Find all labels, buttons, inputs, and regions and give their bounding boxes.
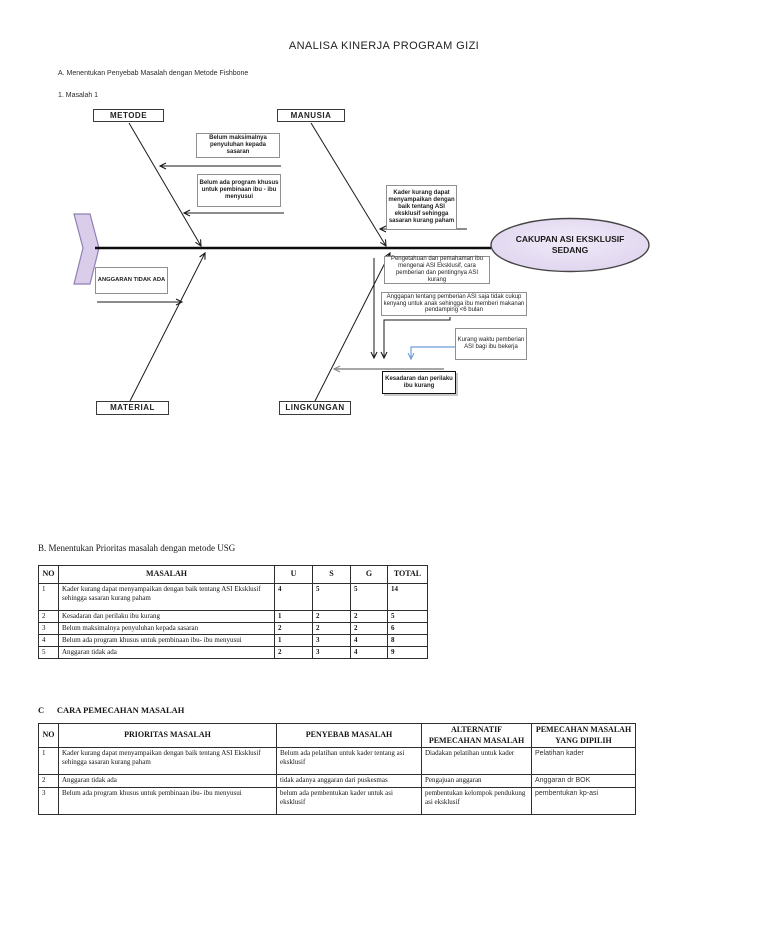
section-b-heading: B. Menentukan Prioritas masalah dengan m… bbox=[38, 543, 236, 553]
cause-box-lingkungan-4: Kesadaran dan perilaku ibu kurang bbox=[382, 371, 456, 394]
table-row: 5 Anggaran tidak ada 2 3 4 9 bbox=[38, 646, 428, 660]
cell-s: 3 bbox=[312, 646, 351, 660]
cause-box-lingkungan-2: Anggapan tentang pemberian ASI saja tida… bbox=[381, 292, 527, 316]
cell-no: 5 bbox=[38, 646, 59, 660]
category-box-lingkungan: LINGKUNGAN bbox=[279, 401, 351, 415]
cell-u: 1 bbox=[274, 609, 313, 624]
category-label-manusia: MANUSIA bbox=[290, 110, 332, 120]
cell-masalah: Anggaran tidak ada bbox=[58, 646, 275, 660]
cell-penyebab: tidak adanya anggaran dari puskesmas bbox=[276, 774, 422, 788]
section-c-heading: C CARA PEMECAHAN MASALAH bbox=[38, 705, 185, 715]
cell-total: 8 bbox=[387, 634, 428, 648]
cell-total: 5 bbox=[387, 609, 428, 624]
cell-masalah: Kader kurang dapat menyampaikan dengan b… bbox=[58, 583, 275, 611]
cell-g: 4 bbox=[350, 646, 388, 660]
usg-header-row: NO MASALAH U S G TOTAL bbox=[38, 565, 428, 584]
cell-u: 1 bbox=[274, 634, 313, 648]
cell-s: 3 bbox=[312, 634, 351, 648]
cell-alternatif: Pengajuan anggaran bbox=[421, 774, 532, 788]
page-title: ANALISA KINERJA PROGRAM GIZI bbox=[288, 40, 480, 52]
cell-masalah: Belum ada program khusus untuk pembinaan… bbox=[58, 634, 275, 648]
cause-box-lingkungan-3: Kurang waktu pemberian ASI bagi ibu beke… bbox=[455, 328, 527, 360]
cell-no: 2 bbox=[38, 774, 59, 788]
cell-s: 2 bbox=[312, 609, 351, 624]
cause-box-manusia-1: Kader kurang dapat menyampaikan dengan b… bbox=[386, 185, 457, 230]
usg-header-total: TOTAL bbox=[387, 565, 428, 584]
cell-no: 3 bbox=[38, 787, 59, 815]
fish-tail-shape bbox=[73, 213, 100, 285]
category-label-lingkungan: LINGKUNGAN bbox=[285, 403, 345, 413]
cause-box-metode-1: Belum maksimalnya penyuluhan kepada sasa… bbox=[196, 133, 280, 158]
lingkungan-rib-line bbox=[314, 251, 391, 402]
cell-u: 4 bbox=[274, 583, 313, 611]
cell-dipilih: Anggaran dr BOK bbox=[531, 774, 636, 788]
usg-header-s: S bbox=[312, 565, 351, 584]
cell-penyebab: Belum ada pelatihan untuk kader tentang … bbox=[276, 747, 422, 775]
table-row: 2 Kesadaran dan perilaku ibu kurang 1 2 … bbox=[38, 609, 428, 624]
cell-g: 4 bbox=[350, 634, 388, 648]
cell-prioritas: Belum ada program khusus untuk pembinaan… bbox=[58, 787, 277, 815]
cell-total: 9 bbox=[387, 646, 428, 660]
cell-s: 2 bbox=[312, 622, 351, 636]
usg-header-masalah: MASALAH bbox=[58, 565, 275, 584]
usg-header-no: NO bbox=[38, 565, 59, 584]
solution-header-dipilih: PEMECAHAN MASALAH YANG DIPILIH bbox=[531, 723, 636, 748]
cell-u: 2 bbox=[274, 622, 313, 636]
solution-header-no: NO bbox=[38, 723, 59, 748]
cause-box-lingkungan-1: Pengetahuan dan pemahaman ibu mengenai A… bbox=[384, 256, 490, 284]
category-box-material: MATERIAL bbox=[96, 401, 169, 415]
category-label-metode: METODE bbox=[109, 110, 148, 120]
cell-masalah: Belum maksimalnya penyuluhan kepada sasa… bbox=[58, 622, 275, 636]
cell-u: 2 bbox=[274, 646, 313, 660]
table-row: 3 Belum maksimalnya penyuluhan kepada sa… bbox=[38, 622, 428, 636]
solution-header-penyebab: PENYEBAB MASALAH bbox=[276, 723, 422, 748]
fishbone-diagram bbox=[73, 122, 650, 402]
solution-header-alternatif: ALTERNATIF PEMECAHAN MASALAH bbox=[421, 723, 532, 748]
cell-prioritas: Anggaran tidak ada bbox=[58, 774, 277, 788]
cell-g: 5 bbox=[350, 583, 388, 611]
cell-penyebab: belum ada pembentukan kader untuk asi ek… bbox=[276, 787, 422, 815]
cell-no: 2 bbox=[38, 609, 59, 624]
table-row: 1 Kader kurang dapat menyampaikan dengan… bbox=[38, 747, 636, 775]
effect-label: CAKUPAN ASI EKSKLUSIF SEDANG bbox=[515, 234, 625, 255]
cell-g: 2 bbox=[350, 609, 388, 624]
table-row: 3 Belum ada program khusus untuk pembina… bbox=[38, 787, 636, 815]
cell-no: 4 bbox=[38, 634, 59, 648]
cell-alternatif: pembentukan kelompok pendukung asi ekskl… bbox=[421, 787, 532, 815]
cell-no: 1 bbox=[38, 583, 59, 611]
table-row: 2 Anggaran tidak ada tidak adanya anggar… bbox=[38, 774, 636, 788]
solution-table: NO PRIORITAS MASALAH PENYEBAB MASALAH AL… bbox=[38, 723, 636, 815]
manusia-rib-line bbox=[310, 122, 387, 248]
effect-ellipse bbox=[490, 217, 650, 273]
solution-header-prioritas: PRIORITAS MASALAH bbox=[58, 723, 277, 748]
cell-prioritas: Kader kurang dapat menyampaikan dengan b… bbox=[58, 747, 277, 775]
table-row: 1 Kader kurang dapat menyampaikan dengan… bbox=[38, 583, 428, 611]
solution-header-row: NO PRIORITAS MASALAH PENYEBAB MASALAH AL… bbox=[38, 723, 636, 748]
cell-s: 5 bbox=[312, 583, 351, 611]
cell-alternatif: Diadakan pelatihan untuk kader bbox=[421, 747, 532, 775]
cause-box-material-1: ANGGARAN TIDAK ADA bbox=[95, 267, 168, 294]
blue-elbow-connector bbox=[407, 346, 455, 361]
cell-total: 14 bbox=[387, 583, 428, 611]
cell-no: 1 bbox=[38, 747, 59, 775]
cause-box-metode-2: Belum ada program khusus untuk pembinaan… bbox=[197, 174, 281, 207]
category-label-material: MATERIAL bbox=[110, 403, 155, 413]
cell-total: 6 bbox=[387, 622, 428, 636]
cell-no: 3 bbox=[38, 622, 59, 636]
cell-dipilih: pembentukan kp-asi bbox=[531, 787, 636, 815]
cell-dipilih: Pelatihan kader bbox=[531, 747, 636, 775]
cell-masalah: Kesadaran dan perilaku ibu kurang bbox=[58, 609, 275, 624]
material-rib-line bbox=[129, 251, 206, 402]
subsection-1-label: 1. Masalah 1 bbox=[58, 92, 99, 99]
usg-table: NO MASALAH U S G TOTAL 1 Kader kurang da… bbox=[38, 565, 428, 660]
category-box-manusia: MANUSIA bbox=[277, 109, 345, 122]
metode-rib-line bbox=[128, 122, 202, 248]
section-a-heading: A. Menentukan Penyebab Masalah dengan Me… bbox=[58, 70, 249, 77]
down-connector-2 bbox=[380, 317, 451, 360]
usg-header-u: U bbox=[274, 565, 313, 584]
table-row: 4 Belum ada program khusus untuk pembina… bbox=[38, 634, 428, 648]
usg-header-g: G bbox=[350, 565, 388, 584]
category-box-metode: METODE bbox=[93, 109, 164, 122]
cell-g: 2 bbox=[350, 622, 388, 636]
